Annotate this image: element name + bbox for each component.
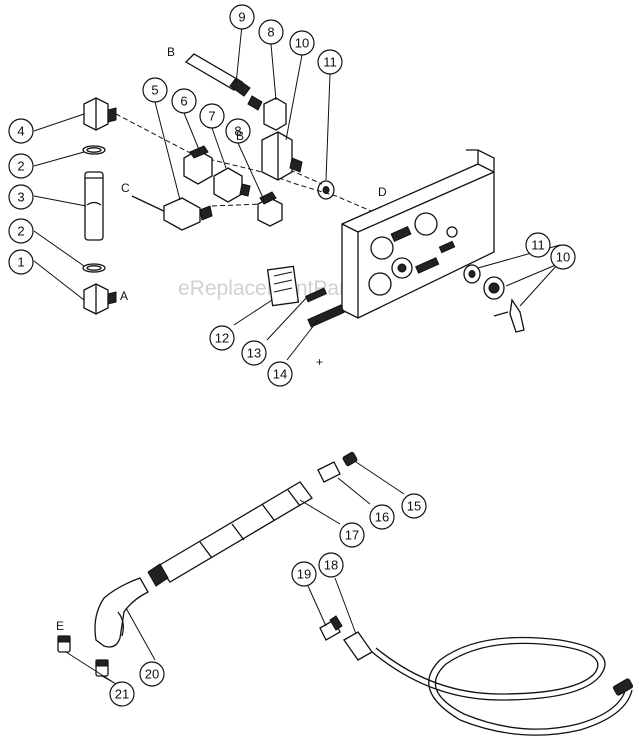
callout-number: 6 bbox=[180, 94, 187, 109]
letter-B-top: B bbox=[167, 45, 175, 59]
callout-c6: 6 bbox=[171, 88, 197, 114]
callout-circle bbox=[318, 552, 344, 578]
callout-c15: 15 bbox=[401, 493, 427, 519]
callout-c3: 3 bbox=[8, 184, 34, 210]
callout-number: 16 bbox=[375, 510, 389, 525]
callout-c19: 19 bbox=[291, 561, 317, 587]
callout-c11b: 11 bbox=[525, 232, 551, 258]
letter-E: E bbox=[56, 619, 64, 633]
callout-c2b: 2 bbox=[8, 218, 34, 244]
callout-circle bbox=[225, 118, 251, 144]
callout-circle bbox=[550, 244, 576, 270]
wand-assembly bbox=[57, 451, 634, 736]
callout-number: 8 bbox=[267, 25, 274, 40]
callout-number: 4 bbox=[17, 124, 24, 139]
reference-letters: A B B C D E bbox=[56, 45, 387, 633]
callout-number: 8 bbox=[234, 124, 241, 139]
callout-circle bbox=[291, 561, 317, 587]
callout-circle bbox=[339, 522, 365, 548]
callout-circle bbox=[171, 88, 197, 114]
callout-c18: 18 bbox=[318, 552, 344, 578]
middle-fittings-assembly bbox=[115, 53, 379, 231]
callout-c14: 14 bbox=[267, 361, 293, 387]
callout-circle bbox=[369, 504, 395, 530]
right-nut-assembly bbox=[463, 264, 525, 333]
callout-circle bbox=[8, 249, 34, 275]
callout-c20: 20 bbox=[139, 661, 165, 687]
svg-text:+: + bbox=[316, 355, 323, 369]
callout-c2a: 2 bbox=[8, 153, 34, 179]
callout-c10b: 10 bbox=[550, 244, 576, 270]
callout-number: 19 bbox=[297, 567, 311, 582]
callout-circle bbox=[8, 184, 34, 210]
callout-circle bbox=[258, 19, 284, 45]
callout-number: 20 bbox=[145, 667, 159, 682]
letter-D: D bbox=[378, 185, 387, 199]
callout-c11a: 11 bbox=[317, 49, 343, 75]
callout-number: 2 bbox=[17, 159, 24, 174]
callout-c7: 7 bbox=[199, 103, 225, 129]
callout-number: 18 bbox=[324, 558, 338, 573]
callout-c16: 16 bbox=[369, 504, 395, 530]
callout-circle bbox=[289, 30, 315, 56]
control-panel: + bbox=[266, 149, 495, 369]
left-pipe-assembly bbox=[82, 97, 117, 315]
callout-circle bbox=[267, 361, 293, 387]
callout-number: 10 bbox=[556, 250, 570, 265]
letter-C: C bbox=[121, 181, 130, 195]
callout-c5: 5 bbox=[142, 77, 168, 103]
callout-c8b: 8 bbox=[225, 118, 251, 144]
callout-number: 15 bbox=[407, 499, 421, 514]
callout-number: 1 bbox=[17, 255, 24, 270]
callout-number: 7 bbox=[208, 109, 215, 124]
callout-number: 17 bbox=[345, 528, 359, 543]
callout-c1: 1 bbox=[8, 249, 34, 275]
callout-number: 5 bbox=[151, 83, 158, 98]
callout-number: 2 bbox=[17, 224, 24, 239]
callout-c8a: 8 bbox=[258, 19, 284, 45]
callout-circle bbox=[229, 4, 255, 30]
callout-circle bbox=[241, 340, 267, 366]
callout-circle bbox=[8, 218, 34, 244]
callout-number: 9 bbox=[238, 10, 245, 25]
callout-circle bbox=[139, 661, 165, 687]
callout-c17: 17 bbox=[339, 522, 365, 548]
callout-number: 11 bbox=[323, 55, 337, 70]
callout-c13: 13 bbox=[241, 340, 267, 366]
callout-circle bbox=[401, 493, 427, 519]
callout-number: 21 bbox=[115, 687, 129, 702]
callout-circle bbox=[8, 153, 34, 179]
callout-c4: 4 bbox=[8, 118, 34, 144]
letter-B-mid: B bbox=[236, 129, 244, 143]
callout-circle bbox=[209, 325, 235, 351]
callout-circle bbox=[8, 118, 34, 144]
callout-circle bbox=[109, 681, 135, 707]
callout-circle bbox=[142, 77, 168, 103]
callout-number: 10 bbox=[295, 36, 309, 51]
callout-circle bbox=[199, 103, 225, 129]
letter-A: A bbox=[120, 289, 128, 303]
callout-number: 11 bbox=[531, 238, 545, 253]
callout-circle bbox=[317, 49, 343, 75]
leader-lines bbox=[33, 24, 561, 685]
callout-circle bbox=[525, 232, 551, 258]
callout-c21: 21 bbox=[109, 681, 135, 707]
callout-number: 12 bbox=[215, 331, 229, 346]
callout-number: 3 bbox=[17, 190, 24, 205]
callout-c9: 9 bbox=[229, 4, 255, 30]
callout-c12: 12 bbox=[209, 325, 235, 351]
callout-number: 14 bbox=[273, 367, 287, 382]
callout-number: 13 bbox=[247, 346, 261, 361]
callout-c10a: 10 bbox=[289, 30, 315, 56]
